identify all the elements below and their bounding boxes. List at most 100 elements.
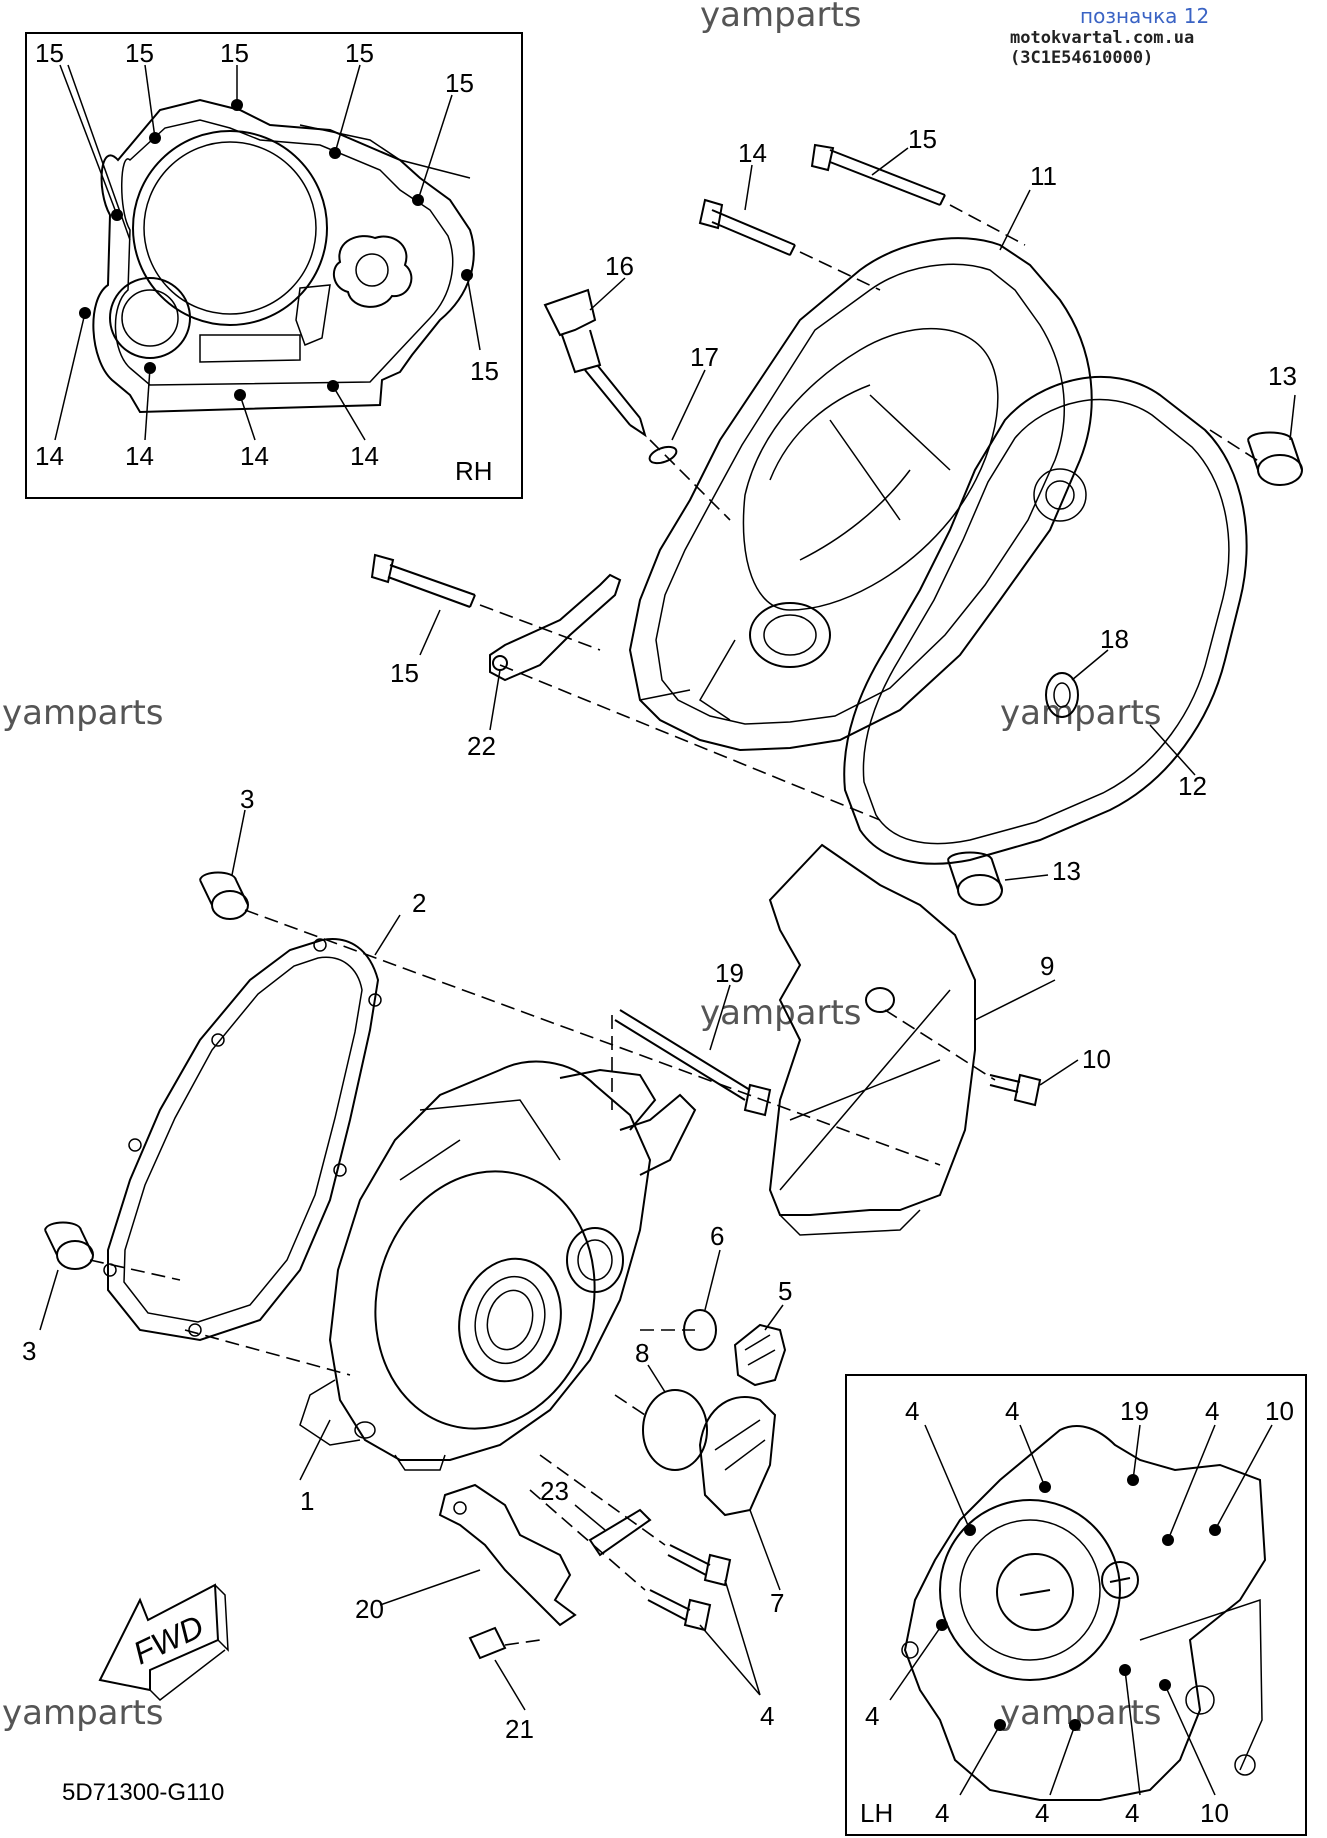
label-18: 18 (1100, 624, 1129, 654)
label-6: 6 (710, 1221, 724, 1251)
rh-label-15f: 15 (470, 356, 499, 386)
label-4: 4 (760, 1701, 774, 1731)
rh-cover-outline (92, 98, 475, 414)
clamp-22 (489, 573, 622, 682)
cover-11-oil-filter (749, 602, 831, 668)
cover-11-oil-filter-inner (763, 614, 817, 656)
watermark-bottom-left: yamparts (2, 1693, 164, 1733)
label-23: 23 (540, 1476, 569, 1506)
cover-1-rotor-bulge (374, 1170, 596, 1430)
lh-timing-plug (1101, 1561, 1139, 1599)
gasket-12-outline (843, 375, 1248, 865)
dowel-13-upper (1257, 454, 1303, 486)
label-21: 21 (505, 1714, 534, 1744)
label-2: 2 (412, 888, 426, 918)
timing-plug-5 (733, 1323, 787, 1387)
label-5: 5 (778, 1276, 792, 1306)
clip-21 (468, 1626, 507, 1660)
rh-inset-frame (25, 32, 523, 499)
rh-inset-label: RH (455, 456, 493, 486)
guard-9-outline (768, 843, 976, 1216)
lh-inset: 4 4 19 4 10 4 4 4 4 10 LH (845, 1374, 1307, 1836)
rh-label-15c: 15 (220, 38, 249, 68)
rh-label-14b: 14 (125, 441, 154, 471)
bolt-4b (647, 1589, 691, 1621)
lh-rotor-bulge (939, 1499, 1121, 1681)
lh-label-4g: 4 (1125, 1798, 1139, 1828)
o-ring-8 (642, 1389, 708, 1471)
rh-lower-rib (199, 334, 301, 363)
label-19: 19 (715, 958, 744, 988)
lh-inset-frame (845, 1374, 1307, 1836)
label-3-upper: 3 (240, 784, 254, 814)
lh-inset-label: LH (860, 1798, 893, 1828)
watermark-right: yamparts (1000, 693, 1162, 733)
label-22: 22 (467, 731, 496, 761)
bolt-14-upper (711, 209, 796, 256)
gasket-12-inner (862, 398, 1230, 845)
fwd-arrow: FWD (98, 1583, 229, 1701)
diagram-code: 5D71300-G110 (62, 1779, 224, 1806)
diagram-tag-title: позначка 12 (1080, 4, 1210, 28)
label-15-upper: 15 (908, 124, 937, 154)
lh-crank-plug (996, 1553, 1074, 1631)
label-7: 7 (770, 1588, 784, 1618)
rh-label-15b: 15 (125, 38, 154, 68)
cover-11-ribs (769, 384, 951, 561)
rh-pump-boss (332, 235, 413, 308)
cover-11-shaft-boss (1033, 468, 1087, 522)
rh-label-15d: 15 (345, 38, 374, 68)
bolt-4a (667, 1544, 711, 1576)
cover-1-top-lug (559, 1068, 657, 1131)
gasket-2-inner (123, 956, 363, 1323)
lh-label-10b: 10 (1200, 1798, 1229, 1828)
label-12: 12 (1178, 771, 1207, 801)
label-8: 8 (635, 1338, 649, 1368)
rh-cover-inner (114, 119, 454, 386)
label-13-upper: 13 (1268, 361, 1297, 391)
rh-clutch-housing-inner (143, 141, 317, 315)
crank-plug-7 (698, 1396, 777, 1517)
bolt-19 (614, 1009, 751, 1101)
watermark-bottom-right: yamparts (1000, 1693, 1162, 1733)
rh-label-15e: 15 (445, 68, 474, 98)
rh-label-14a: 14 (35, 441, 64, 471)
rh-label-14c: 14 (240, 441, 269, 471)
label-15-lower: 15 (390, 658, 419, 688)
lh-label-10a: 10 (1265, 1396, 1294, 1426)
label-17: 17 (690, 342, 719, 372)
rh-clutch-housing (132, 130, 328, 326)
dipstick-16 (543, 288, 597, 337)
clamp-20 (438, 1483, 577, 1627)
lh-label-4a: 4 (905, 1396, 919, 1426)
label-10: 10 (1082, 1044, 1111, 1074)
guard-9-grommet (865, 987, 895, 1013)
cover-11-lower-bosses (639, 639, 736, 721)
lh-label-4c: 4 (1205, 1396, 1219, 1426)
lh-crankcase-cover-assembly: 3 2 3 1 9 13 (22, 784, 1111, 1744)
cover-1-outline (328, 1060, 652, 1461)
rh-crankcase-cover-assembly: 14 15 11 16 17 13 18 12 15 22 (370, 124, 1303, 865)
lh-label-4b: 4 (1005, 1396, 1019, 1426)
cover-11-clutch-bulge (742, 327, 999, 611)
lh-label-4d: 4 (865, 1701, 879, 1731)
watermark-top: yamparts (700, 0, 862, 35)
rh-inset: 15 15 15 15 15 15 14 14 14 14 RH (25, 32, 523, 499)
rh-oil-filter-boss (109, 277, 191, 359)
rh-top-edge (299, 124, 471, 179)
rh-oil-filter-inner (121, 289, 179, 347)
cover-1-timing-hole (566, 1227, 624, 1293)
cover-11-flange (655, 263, 1066, 725)
label-14-upper: 14 (738, 138, 767, 168)
rh-label-15a: 15 (35, 38, 64, 68)
cover-11-outline (628, 237, 1093, 752)
label-9: 9 (1040, 951, 1054, 981)
label-16: 16 (605, 251, 634, 281)
lh-cover-outline (903, 1425, 1267, 1801)
bolt-10-guard (989, 1074, 1021, 1093)
gasket-2-outline (107, 938, 380, 1342)
label-13-lower: 13 (1052, 856, 1081, 886)
rh-rib (295, 284, 331, 346)
bolt-15-upper (829, 149, 946, 206)
